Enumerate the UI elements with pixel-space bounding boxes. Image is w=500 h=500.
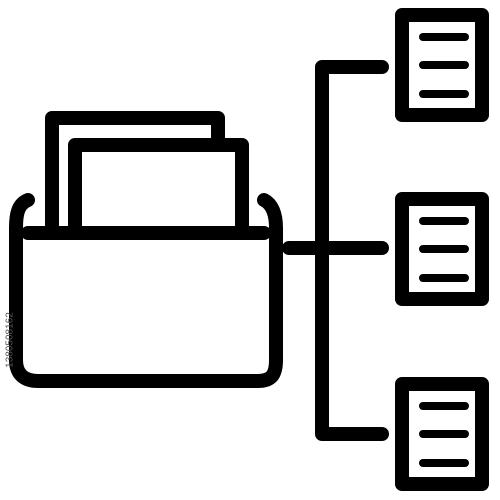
back-paper-icon	[45, 111, 225, 240]
connector-trunk	[315, 60, 389, 441]
folder-icon	[9, 193, 283, 388]
front-paper-icon	[68, 138, 249, 240]
document-icon-middle	[395, 192, 489, 306]
stock-id-label: 1380508162	[3, 250, 17, 430]
stock-id-text: 1380508162	[4, 312, 16, 368]
document-icon-top	[395, 8, 489, 122]
document-icon-bottom	[395, 377, 489, 491]
